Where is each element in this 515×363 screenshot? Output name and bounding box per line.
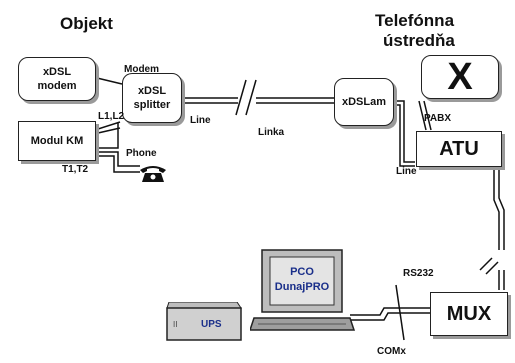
link-l1l2-a [97, 121, 121, 130]
t1t2-label: T1,T2 [62, 164, 89, 175]
object-header: Objekt [60, 14, 113, 33]
exchange-header-line2: ústredňa [383, 31, 455, 50]
xdsl-modem-box: xDSL modem [18, 57, 96, 101]
linka-label: Linka [258, 127, 285, 138]
modul-km-box: Modul KM [18, 121, 96, 161]
rs232-break-b [485, 261, 499, 275]
link-l1l2-b [97, 127, 121, 134]
link-comx-b [350, 312, 430, 321]
xdslam-box: xDSLam [334, 78, 394, 126]
link-phone [98, 123, 119, 149]
link-atu-a [395, 100, 415, 163]
rs232-break-a [479, 257, 493, 271]
rs232-label: RS232 [403, 268, 434, 279]
break-mark-a [235, 79, 247, 116]
ups-indicator: II [173, 320, 178, 329]
atu-box: ATU [416, 131, 502, 167]
link-modem [96, 77, 123, 85]
link-comx-a [350, 307, 430, 316]
line-label-splitter: Line [190, 115, 211, 126]
link-t1t2-b [98, 155, 140, 173]
mux-box: MUX [430, 292, 508, 336]
link-t1t2-a [98, 151, 140, 167]
phone-label: Phone [126, 148, 157, 159]
link-rs232-a [493, 168, 500, 250]
line-label-atu: Line [396, 166, 417, 177]
xdsl-splitter-box: xDSL splitter [122, 73, 182, 123]
ups-label: UPS [201, 319, 222, 330]
comx-label: COMx [377, 346, 406, 357]
link-atu-b [395, 104, 415, 167]
link-rs232-b [498, 168, 505, 250]
exchange-header-line1: Telefónna [375, 11, 455, 30]
computer-icon [250, 249, 355, 331]
link-pabx-a [418, 100, 427, 131]
modem-label: Modem [124, 64, 159, 75]
pabx-device-box: X [421, 55, 499, 99]
comx-break-mark [395, 284, 405, 341]
telephone-icon [140, 166, 166, 182]
pabx-label: PABX [424, 113, 452, 124]
l1l2-label: L1,L2 [98, 111, 125, 122]
link-pabx-b [423, 100, 432, 131]
ups-icon [166, 302, 242, 341]
pco-label: PCO DunajPRO [274, 266, 330, 293]
break-mark-b [245, 79, 257, 116]
